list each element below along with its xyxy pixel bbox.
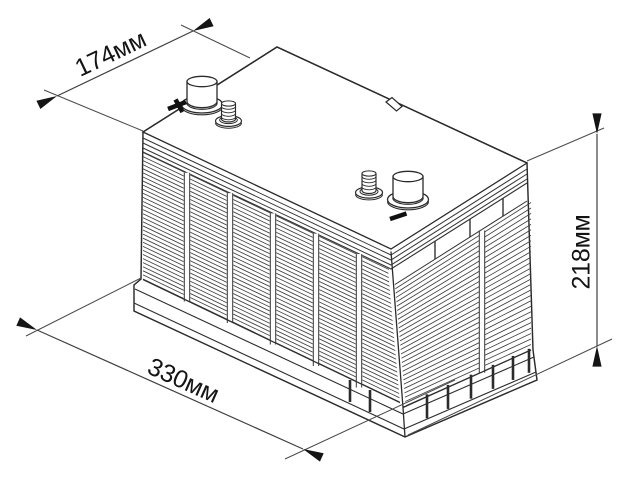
rib-line [395, 256, 532, 335]
extension-line [180, 24, 251, 59]
rib-line [390, 202, 532, 292]
rib-line [399, 305, 532, 374]
rib-line [142, 184, 393, 305]
rib-line [392, 218, 532, 305]
positive-terminal-post [180, 75, 224, 116]
rib-line [394, 245, 532, 327]
front-right-corner-edge [390, 251, 406, 438]
lip-line [142, 147, 528, 266]
dimension-line [16, 317, 324, 462]
rib-line [392, 223, 532, 309]
extension-line [526, 127, 605, 162]
base-hold-down-slots [348, 348, 531, 419]
rib-line [398, 300, 532, 369]
rib-line [401, 338, 532, 399]
screw-body [361, 173, 377, 195]
band-bottom-line [390, 200, 528, 288]
flange-rim [386, 201, 430, 211]
rib-line [395, 262, 532, 339]
dimension-height: 218мм [407, 113, 613, 436]
right-face-band [390, 198, 528, 288]
lip-line [142, 142, 528, 261]
rib-line [142, 180, 393, 301]
dimension-line [36, 17, 214, 110]
rib-line [396, 267, 532, 344]
rib-line [400, 322, 532, 387]
rib-line [398, 294, 532, 365]
post-body [392, 176, 424, 204]
rib-line [394, 251, 532, 331]
battery-drawing [133, 46, 538, 438]
minus-terminal-mark-icon [389, 211, 408, 222]
rib-line [400, 316, 532, 382]
rib-line [397, 284, 532, 357]
ribs-bottom-edge [402, 349, 532, 409]
dimension-height-label: 218мм [568, 214, 596, 289]
dimension-width: 174мм [36, 17, 251, 132]
flange-rim [355, 194, 383, 201]
negative-terminal-screw [354, 170, 384, 201]
rib-line [391, 207, 532, 297]
rib-line [401, 327, 532, 391]
flange-rim [215, 122, 242, 129]
rib-line [142, 176, 392, 296]
container-rim-line [142, 151, 528, 270]
dimension-length-label: 330мм [143, 353, 223, 409]
battery-top-face [141, 46, 529, 250]
extension-line [25, 277, 142, 337]
rib-line [399, 311, 532, 378]
rib-line [397, 278, 532, 352]
post-top [186, 75, 218, 88]
post-top [392, 170, 424, 183]
extension-line [43, 89, 144, 132]
extension-line [407, 338, 613, 436]
screw-threads [361, 176, 377, 191]
right-face-panel-dividers [478, 230, 486, 373]
screw-top [361, 170, 377, 177]
right-face-ribs [390, 202, 532, 408]
positive-terminal-screw [214, 100, 243, 129]
screw-top [220, 100, 237, 107]
negative-terminal-post [386, 170, 430, 211]
rib-line [391, 213, 532, 301]
rib-line [142, 152, 390, 270]
rib-line [402, 344, 532, 404]
rib-line [393, 229, 532, 314]
rib-line [401, 333, 532, 395]
rib-line [393, 234, 532, 318]
vent-tab [385, 96, 403, 112]
rib-line [397, 289, 532, 361]
screw-threads [221, 106, 236, 121]
dimension-width-label: 174мм [71, 25, 151, 83]
rib-line [393, 240, 532, 322]
rib-line [396, 273, 532, 348]
